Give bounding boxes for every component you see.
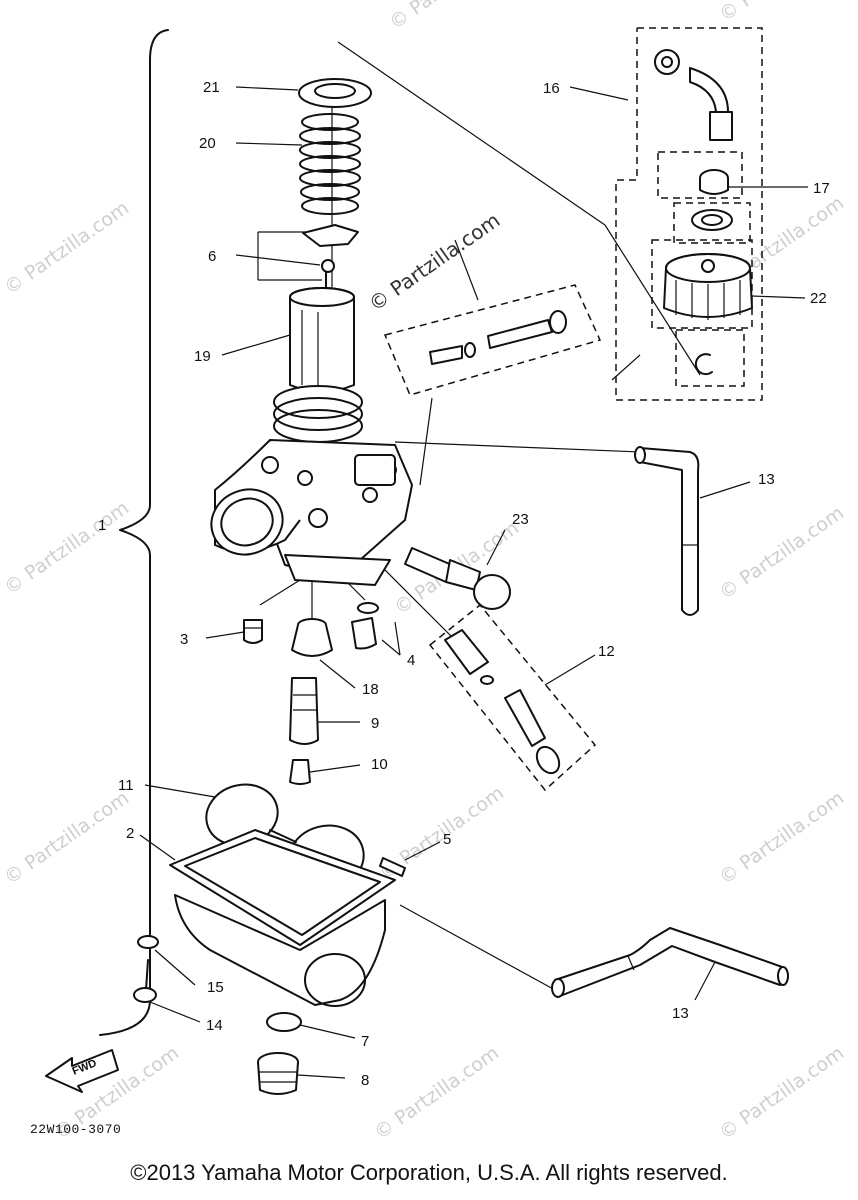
callout-18: 18 xyxy=(362,681,379,698)
callout-14: 14 xyxy=(206,1017,223,1034)
watermark: © Partzilla.com xyxy=(0,787,133,889)
callout-21: 21 xyxy=(203,79,220,96)
part-19-throttle-valve xyxy=(289,287,355,393)
part-16-elbow-fitting xyxy=(654,49,733,141)
part-10-main-jet xyxy=(289,759,311,785)
callout-4: 4 xyxy=(407,652,415,669)
part-18-needle-jet-holder xyxy=(291,618,333,657)
part-20-spring xyxy=(299,113,361,215)
callout-8: 8 xyxy=(361,1072,369,1089)
float-bowl xyxy=(174,894,386,1007)
callout-10: 10 xyxy=(371,756,388,773)
callout-5: 5 xyxy=(443,831,451,848)
leader-lines xyxy=(139,86,808,1079)
part-13-upper-tube xyxy=(634,446,700,616)
guide-lines xyxy=(257,41,701,991)
part-4-screw xyxy=(351,602,379,650)
watermark: © Partzilla.com xyxy=(715,787,848,889)
watermark: © Partzilla.com xyxy=(715,502,848,604)
callout-23: 23 xyxy=(512,511,529,528)
kit-boxes xyxy=(383,27,763,792)
part-5-pin xyxy=(379,857,406,877)
part-13-lower-tube xyxy=(551,927,789,998)
callout-13-upper: 13 xyxy=(758,471,775,488)
part-17-cap-seal xyxy=(699,169,729,195)
watermark: © Partzilla.com xyxy=(370,1042,503,1144)
carburetor-exploded-diagram: © Partzilla.com © Partzilla.com © Partzi… xyxy=(0,0,848,1144)
callout-13-lower: 13 xyxy=(672,1005,689,1022)
pilot-screw-kit xyxy=(429,310,567,365)
callout-7: 7 xyxy=(361,1033,369,1050)
copyright-notice: ©2013 Yamaha Motor Corporation, U.S.A. A… xyxy=(130,1160,728,1185)
callout-9: 9 xyxy=(371,715,379,732)
carburetor-body xyxy=(210,385,413,586)
callout-12: 12 xyxy=(598,643,615,660)
callout-6: 6 xyxy=(208,248,216,265)
part-7-o-ring xyxy=(266,1012,302,1032)
callout-15: 15 xyxy=(207,979,224,996)
callout-11: 11 xyxy=(118,777,134,794)
watermark: © Partzilla.com xyxy=(0,497,133,599)
part-clip-c-ring xyxy=(694,353,713,376)
callout-labels: 1 2 3 4 5 6 7 8 9 10 11 12 13 13 14 15 1… xyxy=(98,79,830,1089)
part-12-idle-screw-kit xyxy=(444,629,561,775)
part-washer xyxy=(691,209,733,231)
callout-16: 16 xyxy=(543,80,560,97)
watermark: © Partzilla.com xyxy=(0,197,133,299)
part-23-starter-plunger xyxy=(404,547,511,610)
part-9-needle-jet xyxy=(289,677,319,745)
callout-1: 1 xyxy=(98,517,106,534)
callout-19: 19 xyxy=(194,348,211,365)
watermark: © Partzilla.com xyxy=(385,0,518,34)
part-22-mixing-chamber-top xyxy=(663,253,753,320)
drawing-code: 22W100-3070 xyxy=(30,1122,121,1137)
part-14-screw xyxy=(133,959,157,1003)
part-15-washer xyxy=(137,935,159,949)
part-2-gasket xyxy=(169,829,396,946)
watermark: © Partzilla.com xyxy=(715,1042,848,1144)
callout-17: 17 xyxy=(813,180,830,197)
part-3-jet xyxy=(243,619,263,644)
callout-20: 20 xyxy=(199,135,216,152)
part-8-drain-plug xyxy=(257,1052,299,1095)
assembly-bracket xyxy=(99,29,169,1036)
callout-3: 3 xyxy=(180,631,188,648)
callout-2: 2 xyxy=(126,825,134,842)
part-21-spring-seat xyxy=(298,78,372,108)
watermark-dark: © Partzilla.com xyxy=(364,208,504,316)
watermark: © Partzilla.com xyxy=(715,0,848,26)
callout-22: 22 xyxy=(810,290,827,307)
